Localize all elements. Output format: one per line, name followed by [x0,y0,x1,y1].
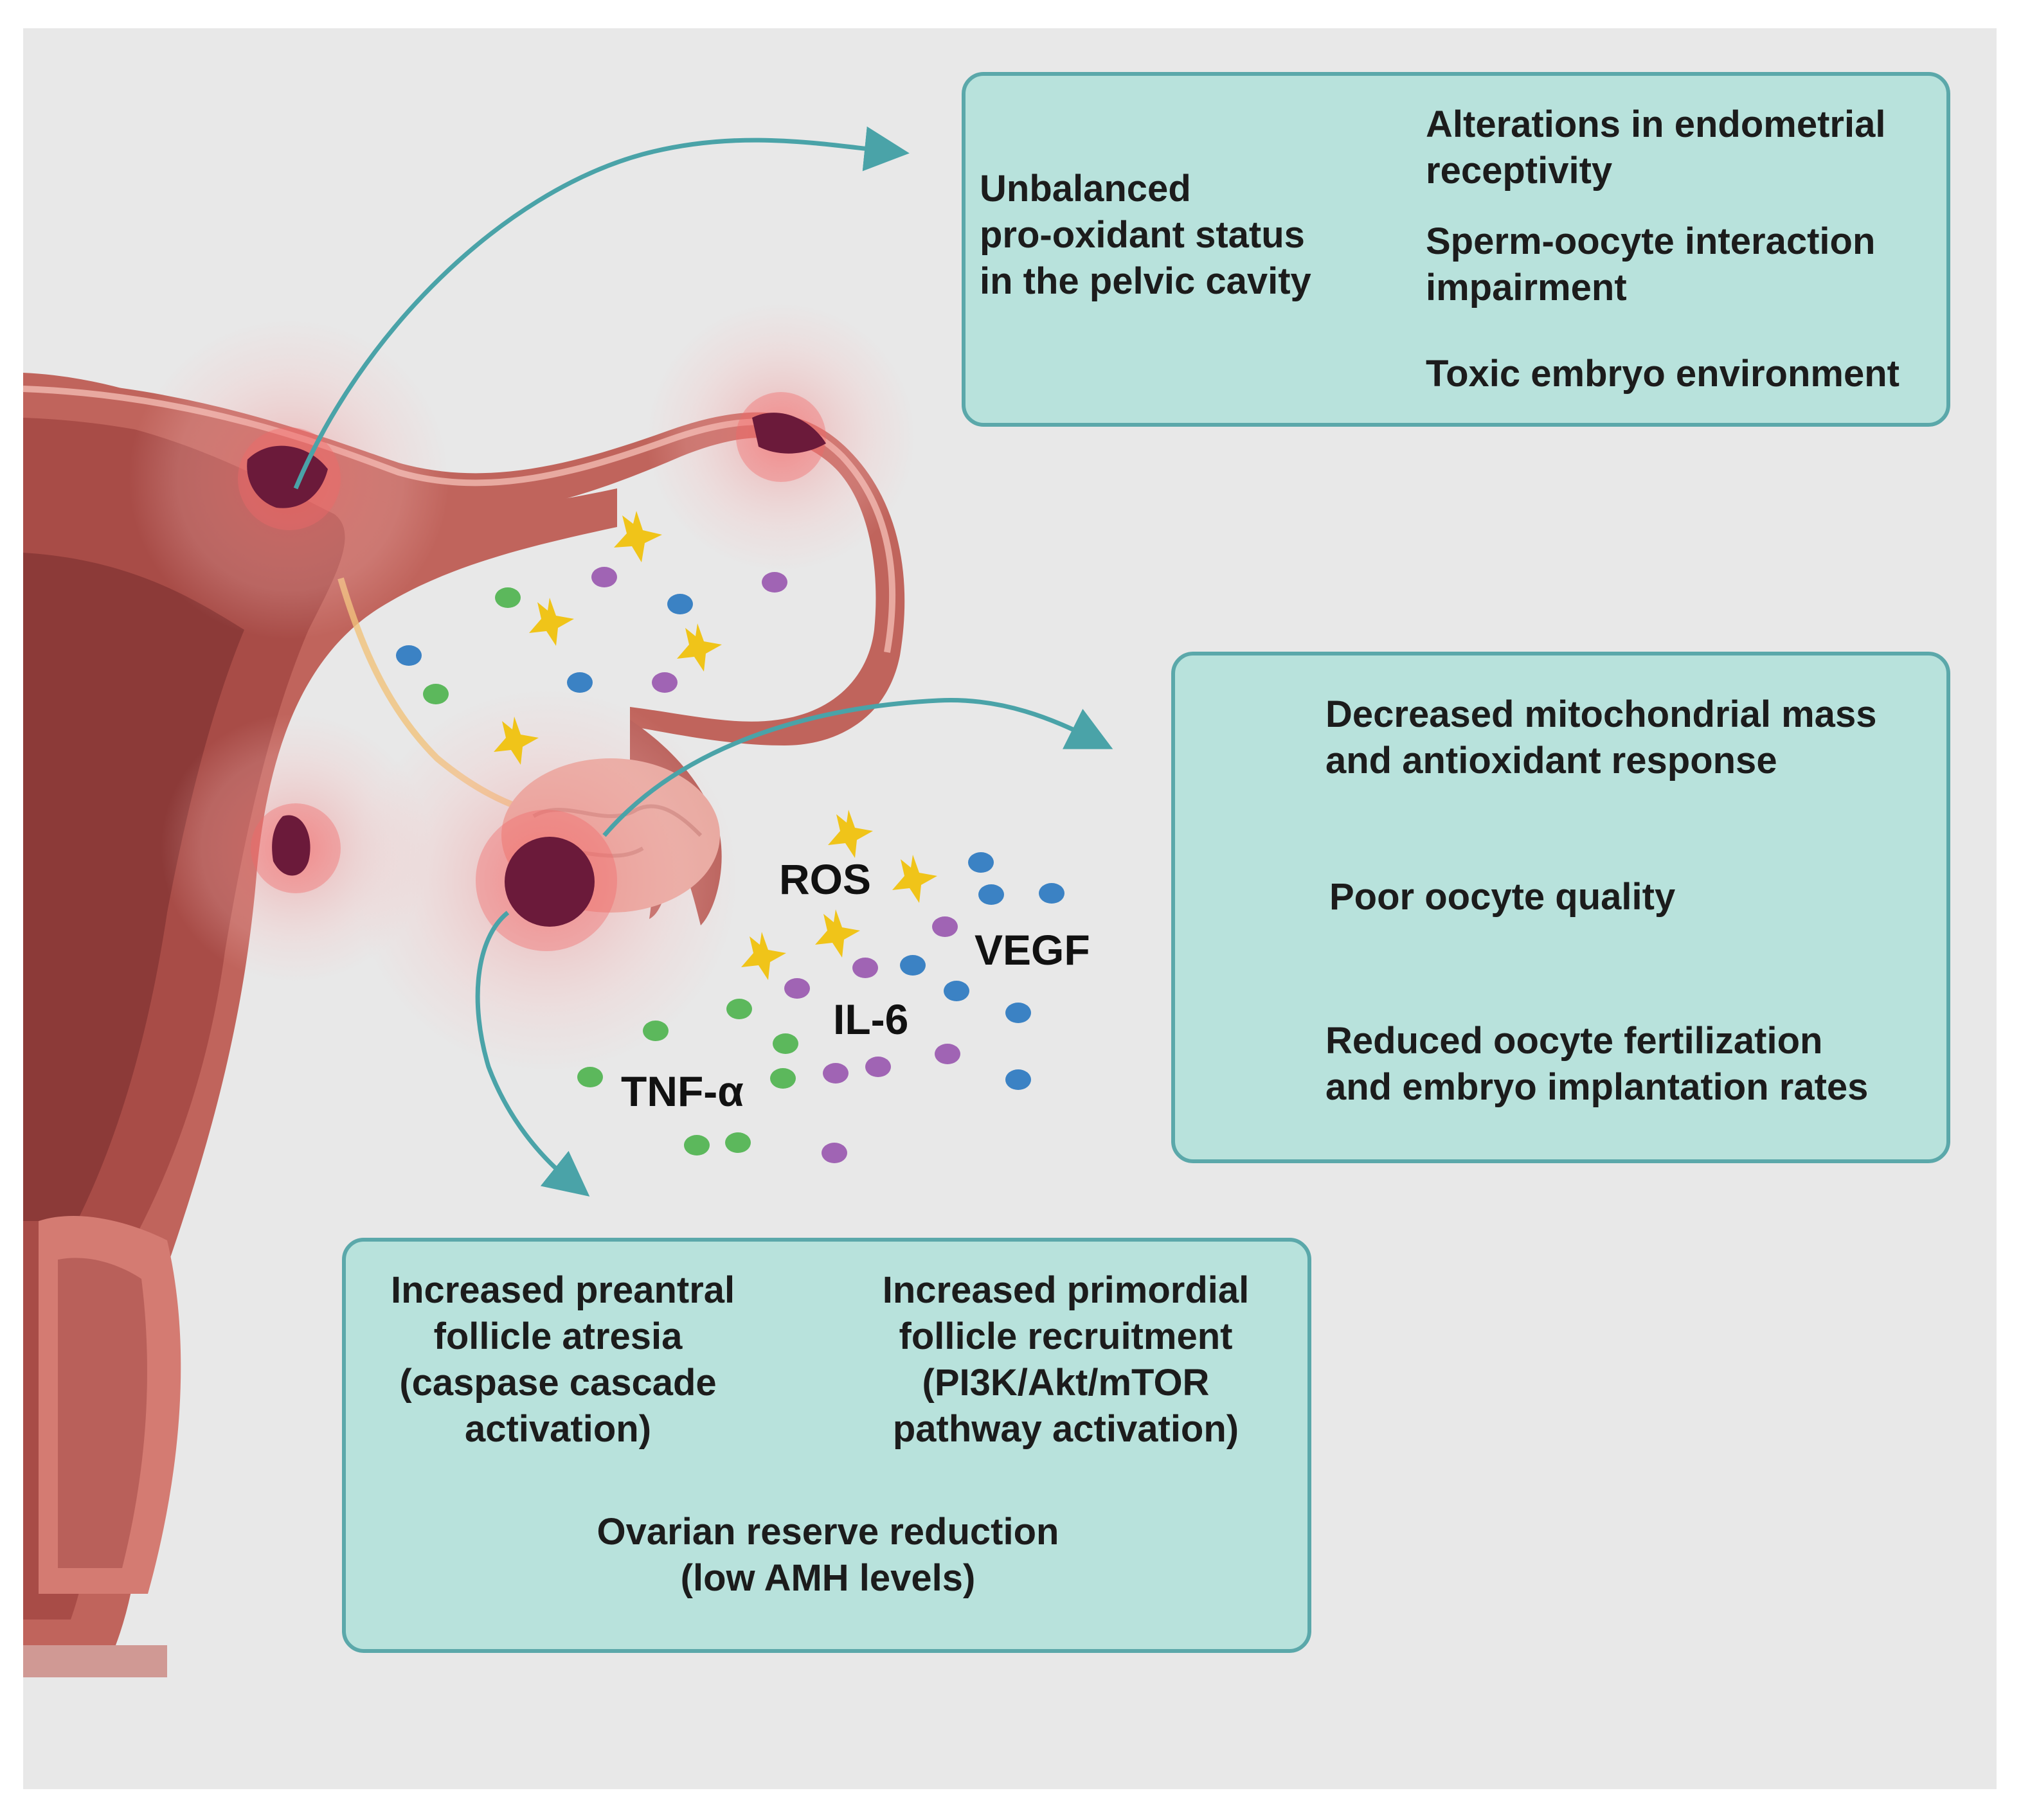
atresia-line-1: Increased preantral [391,1269,735,1311]
atresia-line-2: follicle atresia [433,1316,683,1357]
cytokine-dot [726,999,752,1019]
cytokine-dot [684,1135,710,1155]
cytokine-dot [932,916,958,937]
cytokine-dot [1039,883,1064,904]
recruitment-line-2: follicle recruitment [899,1316,1233,1357]
cytokine-dot [900,955,926,976]
cytokine-dot [396,645,422,666]
box-ovarian-reserve: Increased preantral follicle atresia (ca… [342,1238,1311,1653]
source-line-3: in the pelvic cavity [980,260,1311,302]
cytokine-dot [978,884,1004,905]
cytokine-dot [567,672,593,693]
mito-line-1: Decreased mitochondrial mass [1325,693,1877,735]
effect-endometrial-line-2: receptivity [1426,150,1613,192]
cytokine-dot [652,672,678,693]
cytokine-dot [577,1067,603,1087]
box-oocyte-quality: Decreased mitochondrial mass and antioxi… [1171,652,1950,1163]
ros-star-icon [828,810,873,858]
ros-star-icon [677,623,722,672]
cytokine-dot [495,587,521,608]
cytokine-dot [643,1021,669,1041]
effect-endometrial-line-1: Alterations in endometrial [1426,103,1886,145]
ros-star-icon [815,909,860,958]
ros-star-icon [494,717,539,765]
fertilization-line-2: and embryo implantation rates [1325,1066,1869,1108]
cytokine-dot [762,572,787,593]
cytokine-dot [423,684,449,704]
poor-oocyte-quality: Poor oocyte quality [1329,876,1676,918]
cytokine-dot [667,594,693,614]
ovarian-reserve-line-2: (low AMH levels) [680,1557,976,1599]
atresia-line-3: (caspase cascade [399,1362,717,1404]
vegf-label: VEGF [975,926,1090,974]
arrow-to-bottom-box [475,911,590,1197]
recruitment-line-1: Increased primordial [882,1269,1250,1311]
recruitment-line-4: pathway activation) [892,1408,1239,1450]
cytokine-dot [725,1132,751,1153]
mito-line-2: and antioxidant response [1325,740,1777,781]
cytokine-dot [968,852,994,873]
ros-star-icon [529,598,574,646]
cytokine-dot [822,1143,847,1163]
cytokine-dot [770,1068,796,1089]
endometriotic-lesion-glow [129,302,916,1073]
recruitment-line-3: (PI3K/Akt/mTOR [922,1362,1210,1404]
cytokine-dot [784,978,810,999]
cytokine-dot [935,1044,960,1064]
atresia-line-4: activation) [464,1408,652,1450]
cytokine-dot [591,567,617,587]
ovarian-reserve-line-1: Ovarian reserve reduction [597,1511,1059,1553]
effect-sperm-line-2: impairment [1426,267,1627,308]
cytokine-dots [396,567,1064,1163]
cytokine-dot [1005,1069,1031,1090]
cytokine-dot [773,1033,798,1054]
ros-star-icon [614,511,662,562]
cytokine-dot [1005,1003,1031,1023]
arrow-to-middle-box [602,698,1113,837]
ros-star-icon [741,932,786,980]
fertilization-line-1: Reduced oocyte fertilization [1325,1020,1823,1062]
cytokine-dot [852,958,878,978]
cytokine-dot [944,981,969,1001]
effect-toxic-embryo: Toxic embryo environment [1426,353,1900,395]
source-line-1: Unbalanced [980,168,1191,210]
uterus-illustration [23,373,617,1677]
ros-label: ROS [779,855,872,903]
ros-stars [494,511,937,980]
effect-sperm-line-1: Sperm-oocyte interaction [1426,220,1876,262]
arrow-to-top-box [293,126,910,490]
box-pelvic-oxidative-status: Unbalanced pro-oxidant status in the pel… [962,72,1950,427]
cytokine-dot [823,1063,849,1084]
ros-star-icon [892,855,937,903]
cytokine-dot [865,1057,891,1077]
il6-label: IL-6 [833,995,909,1043]
source-line-2: pro-oxidant status [980,214,1305,256]
tnf-label: TNF-α [621,1067,744,1115]
